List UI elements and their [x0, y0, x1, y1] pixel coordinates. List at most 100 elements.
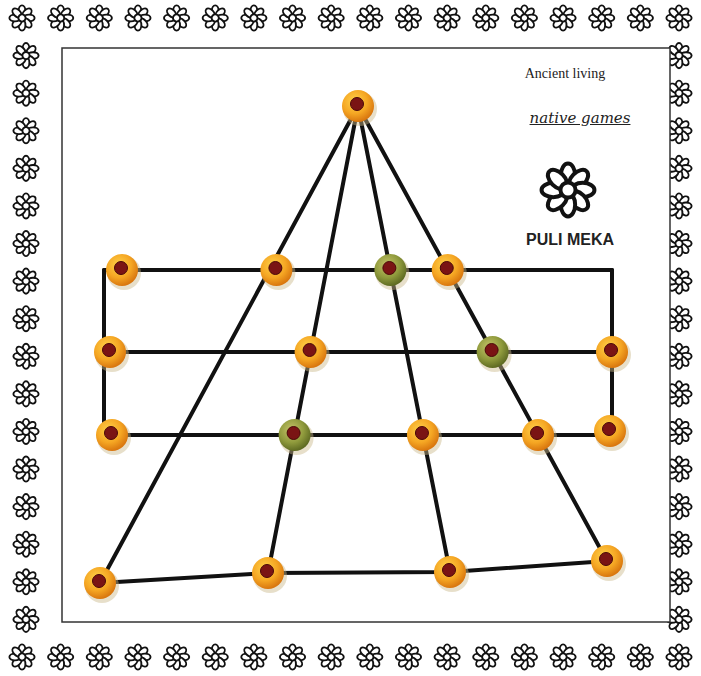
- border-flower: [48, 5, 73, 30]
- game-title: PULI MEKA: [500, 231, 640, 249]
- peg-knob: [415, 427, 428, 440]
- flower-center: [173, 14, 180, 21]
- peg-base: [342, 90, 374, 122]
- border-flower: [666, 5, 691, 30]
- peg-base: [407, 419, 439, 451]
- tiger-peg: [434, 556, 469, 592]
- flower-center: [598, 653, 605, 660]
- tiger-peg: [591, 545, 626, 581]
- flower-center: [366, 14, 373, 21]
- peg-base: [374, 254, 406, 286]
- border-flower: [628, 644, 653, 669]
- apex-line: [358, 106, 450, 572]
- peg-base: [260, 254, 292, 286]
- border-flower: [319, 5, 344, 30]
- pegs: [84, 90, 631, 603]
- flower-center: [482, 14, 489, 21]
- flower-center: [22, 503, 29, 510]
- goat-peg: [279, 419, 314, 455]
- flower-center: [18, 653, 25, 660]
- peg-base: [252, 557, 284, 589]
- peg-knob: [351, 98, 364, 111]
- border-flower: [48, 644, 73, 669]
- border-flower: [13, 456, 38, 481]
- tiger-peg: [522, 419, 557, 455]
- flower-center: [675, 503, 682, 510]
- peg-knob: [103, 344, 116, 357]
- flower-center: [482, 653, 489, 660]
- flower-center: [559, 653, 566, 660]
- peg-knob: [485, 344, 498, 357]
- border-flower: [13, 231, 38, 256]
- border-flower: [13, 156, 38, 181]
- border-flower: [13, 569, 38, 594]
- border-flower: [435, 644, 460, 669]
- flower-center: [444, 14, 451, 21]
- flower-center: [560, 182, 575, 197]
- flower-center: [22, 315, 29, 322]
- border-flower: [628, 5, 653, 30]
- flower-center: [559, 14, 566, 21]
- peg-knob: [93, 575, 106, 588]
- flower-center: [675, 127, 682, 134]
- border-flower: [9, 5, 34, 30]
- flower-center: [675, 541, 682, 548]
- flower-center: [134, 14, 141, 21]
- peg-knob: [603, 423, 616, 436]
- tiger-peg: [260, 254, 295, 290]
- flower-center: [22, 353, 29, 360]
- border-flower: [512, 644, 537, 669]
- border-flower: [203, 644, 228, 669]
- border-flower: [396, 644, 421, 669]
- tiger-peg: [342, 90, 377, 126]
- border-flower: [589, 5, 614, 30]
- tiger-peg: [407, 419, 442, 455]
- tiger-peg: [94, 336, 129, 372]
- peg-base: [594, 415, 626, 447]
- flower-center: [96, 653, 103, 660]
- flower-center: [22, 127, 29, 134]
- peg-knob: [269, 262, 282, 275]
- border-flower: [164, 644, 189, 669]
- peg-base: [96, 419, 128, 451]
- peg-base: [477, 336, 509, 368]
- flower-center: [57, 14, 64, 21]
- border-flower: [357, 5, 382, 30]
- peg-base: [591, 545, 623, 577]
- apex-line: [268, 106, 358, 573]
- border-flower: [512, 5, 537, 30]
- flower-center: [637, 14, 644, 21]
- border-flower: [13, 381, 38, 406]
- peg-knob: [531, 427, 544, 440]
- border-flower: [87, 644, 112, 669]
- flower-center: [22, 165, 29, 172]
- board-lines: [100, 106, 612, 583]
- flower-center: [22, 541, 29, 548]
- flower-center: [366, 653, 373, 660]
- flower-center: [289, 14, 296, 21]
- flower-center: [134, 653, 141, 660]
- border-flower: [473, 5, 498, 30]
- flower-center: [521, 14, 528, 21]
- flower-center: [637, 653, 644, 660]
- border-flower: [164, 5, 189, 30]
- flower-center: [675, 353, 682, 360]
- flower-center: [675, 52, 682, 59]
- peg-base: [432, 254, 464, 286]
- flower-center: [328, 653, 335, 660]
- flower-center: [22, 52, 29, 59]
- border-flower: [13, 607, 38, 632]
- border-flower: [589, 644, 614, 669]
- border-flower: [13, 118, 38, 143]
- flower-center: [521, 653, 528, 660]
- border-flower: [13, 193, 38, 218]
- border-flower: [125, 5, 150, 30]
- brand-tagline: native games: [515, 110, 645, 127]
- peg-base: [596, 336, 628, 368]
- peg-knob: [115, 262, 128, 275]
- flower-center: [212, 653, 219, 660]
- flower-center: [250, 14, 257, 21]
- peg-knob: [605, 344, 618, 357]
